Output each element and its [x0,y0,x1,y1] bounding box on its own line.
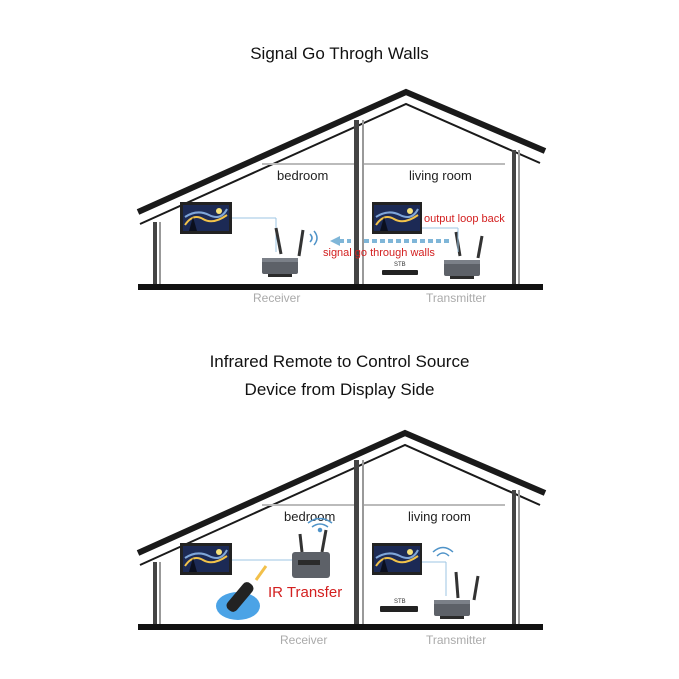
transmitter-caption-1: Transmitter [426,291,486,305]
stb-device-2 [380,606,418,612]
tv-bedroom-2 [180,543,232,575]
wall-left-2 [153,562,157,624]
tv-living-2 [372,543,422,575]
output-loop-label: output loop back [424,213,505,225]
floor-2 [138,624,543,630]
receiver-device-1 [262,227,305,277]
signal-walls-label: signal go through walls [323,247,435,259]
transmitter-caption-2: Transmitter [426,633,486,647]
transmitter-device-2 [434,571,480,619]
receiver-caption-2: Receiver [280,633,327,647]
wall-middle-2 [354,460,359,624]
wifi-icon [432,546,454,557]
room-label-bedroom-2: bedroom [284,509,335,524]
receiver-caption-1: Receiver [253,291,300,305]
receiver-device-2 [292,529,330,578]
tv-bedroom-1 [180,202,232,234]
stb-label-1: STB [394,262,406,268]
stb-device-1 [382,270,418,275]
transmitter-device-1 [444,231,484,279]
room-label-bedroom-1: bedroom [277,168,328,183]
section2-title-line1: Infrared Remote to Control Source [209,352,470,371]
room-label-living-2: living room [408,509,471,524]
stb-label-2: STB [394,599,406,605]
wall-middle-1 [354,120,359,284]
house-1: bedroom living room output loop back [136,88,547,305]
remote-control [216,565,268,620]
ir-transfer-label: IR Transfer [268,584,342,601]
wifi-icon [307,517,333,533]
wall-left-1 [153,222,157,284]
wall-right-1 [512,150,516,284]
house-2: bedroom living room IR Transfer [136,429,547,647]
tv-living-1 [372,202,422,234]
roof-1 [136,88,547,215]
wifi-icon [309,230,318,246]
room-label-living-1: living room [409,168,472,183]
wall-right-2 [512,490,516,624]
section2-title-line2: Device from Display Side [244,380,435,399]
roof-2 [136,429,547,556]
section1-title: Signal Go Throgh Walls [250,44,429,63]
floor-1 [138,284,543,290]
